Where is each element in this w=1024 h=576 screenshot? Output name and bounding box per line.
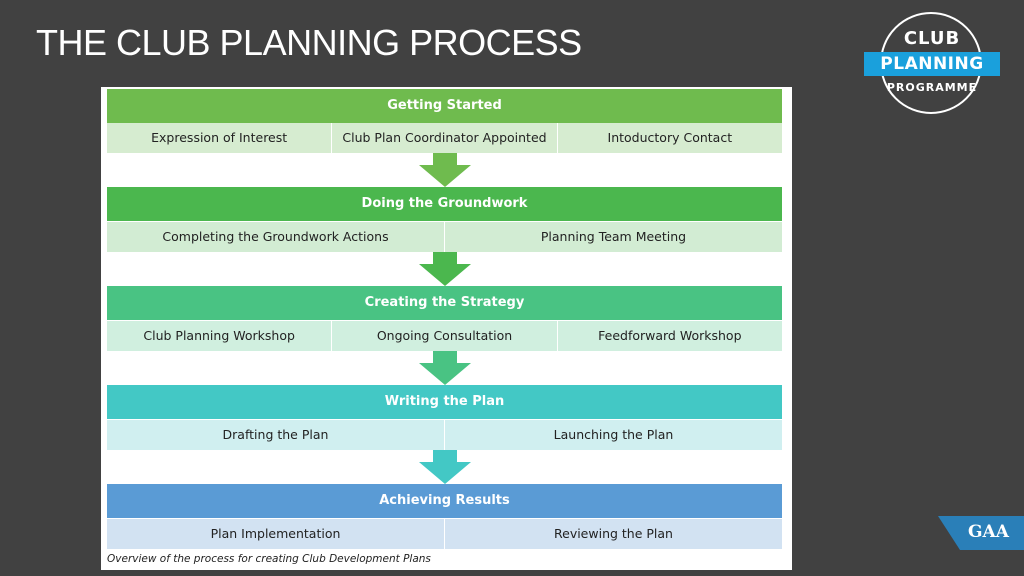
stage-item: Club Plan Coordinator Appointed [331,123,557,153]
figure-caption: Overview of the process for creating Clu… [107,553,431,565]
stage-item: Launching the Plan [444,420,782,450]
stage-header: Creating the Strategy [107,286,782,320]
down-arrow-icon [419,450,471,484]
process-diagram: Getting Started Expression of Interest C… [101,87,792,570]
stage-row: Club Planning Workshop Ongoing Consultat… [107,321,782,351]
stage-row: Completing the Groundwork Actions Planni… [107,222,782,252]
stage-header: Getting Started [107,89,782,123]
stage-header: Writing the Plan [107,385,782,419]
down-arrow-icon [419,351,471,385]
stage-item: Feedforward Workshop [556,321,782,351]
stage-item: Expression of Interest [107,123,332,153]
logo-text-top: CLUB [903,28,961,49]
stage-item: Planning Team Meeting [444,222,782,252]
stage-item: Plan Implementation [107,519,444,549]
logo-text-bottom: PROGRAMME [886,81,978,94]
stage-item: Ongoing Consultation [331,321,557,351]
stage-row: Drafting the Plan Launching the Plan [107,420,782,450]
stage-item: Completing the Groundwork Actions [107,222,444,252]
stage-header: Achieving Results [107,484,782,518]
down-arrow-icon [419,252,471,286]
stage-row: Expression of Interest Club Plan Coordin… [107,123,782,153]
down-arrow-icon [419,153,471,187]
stage-item: Intoductory Contact [556,123,782,153]
logo-text-middle: PLANNING [864,52,1000,76]
stage-row: Plan Implementation Reviewing the Plan [107,519,782,549]
stage-header: Doing the Groundwork [107,187,782,221]
stage-item: Club Planning Workshop [107,321,332,351]
slide-title: THE CLUB PLANNING PROCESS [36,22,582,63]
gaa-badge-shape [938,516,1024,550]
stage-item: Reviewing the Plan [444,519,782,549]
gaa-logo-badge [938,516,1024,550]
club-planning-programme-logo: CLUB PLANNING PROGRAMME [858,10,1006,120]
gaa-logo-text: GAA [968,522,1009,542]
stage-item: Drafting the Plan [107,420,444,450]
